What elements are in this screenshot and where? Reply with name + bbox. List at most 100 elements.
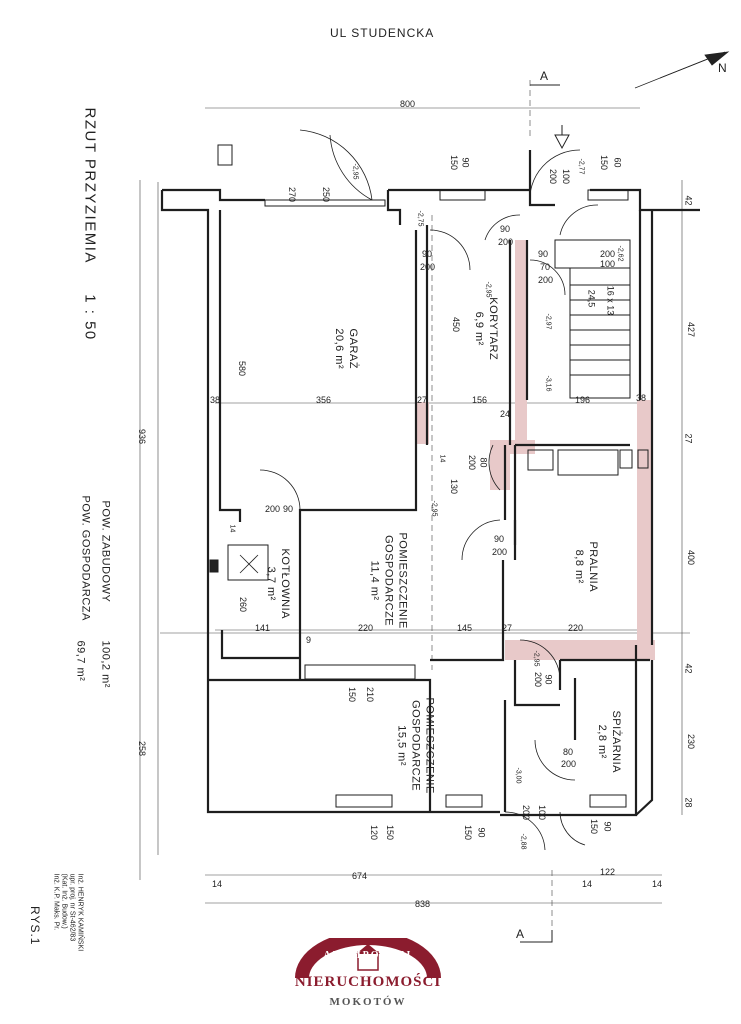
dim-door-80a: 80 <box>478 457 489 468</box>
level-d: -2,62 <box>616 245 624 262</box>
dim-win-210: 210 <box>365 686 376 703</box>
dim-row1-24: 24 <box>500 409 511 419</box>
utility-area-value: 69,7 m² <box>74 640 87 682</box>
entrance-arrow <box>554 125 570 150</box>
dim-win-120: 120 <box>369 824 380 841</box>
north-label: N <box>718 61 728 75</box>
level-h: -2,95 <box>532 650 540 667</box>
dim-door-200d: 200 <box>600 249 616 259</box>
thin-walls <box>209 144 649 808</box>
level-j: -2,88 <box>519 833 527 850</box>
dim-door-200e: 200 <box>538 275 554 285</box>
dim-row2-145: 145 <box>457 623 473 633</box>
dim-left-258: 258 <box>137 740 148 757</box>
door-swings <box>259 129 599 851</box>
dim-door-270: 270 <box>287 186 298 203</box>
room-garage: GARAŻ 20,6 m² <box>331 294 359 404</box>
section-mark-bottom: A <box>516 927 526 941</box>
dim-row1-196: 196 <box>575 395 591 405</box>
dim-door-200f: 200 <box>467 454 478 471</box>
room-corridor-area: 6,9 m² <box>473 311 485 346</box>
dim-door-90b: 90 <box>422 249 433 259</box>
dim-row1-356: 356 <box>316 395 332 405</box>
level-g: -3,16 <box>544 375 552 392</box>
room-laundry: PRALNIA 8,8 m² <box>571 527 599 607</box>
room-laundry-area: 8,8 m² <box>573 549 585 584</box>
dim-row1-156: 156 <box>472 395 488 405</box>
room-utility-2-name: POMIESZCZENIE GOSPODARCZE <box>409 697 436 794</box>
dim-door-90e: 90 <box>283 504 294 514</box>
dim-14: 14 <box>228 524 236 533</box>
dim-row1-38b: 38 <box>636 393 647 403</box>
dim-door-90d: 90 <box>494 534 505 544</box>
drawing-number: RYS.1 <box>28 906 42 946</box>
dim-corridor-450: 450 <box>451 316 462 333</box>
dim-stairs-2: 24,5 <box>586 289 597 308</box>
built-area-value: 100,2 m² <box>99 640 112 688</box>
dim-right-42a: 42 <box>683 195 694 206</box>
room-utility-2: POMIESZCZENIE GOSPODARCZE 15,5 m² <box>394 666 436 826</box>
dim-right-28: 28 <box>683 797 694 808</box>
logo-line-1: NIERUCHOMOŚCI <box>294 974 442 990</box>
dim-door-100c: 100 <box>537 804 548 821</box>
level-e: -2,95 <box>484 281 492 298</box>
dim-bottom-14b: 14 <box>582 879 593 889</box>
dim-door-70: 70 <box>540 262 551 272</box>
dim-row1-38a: 38 <box>210 395 221 405</box>
dim-door-90c: 90 <box>538 249 549 259</box>
dim-door-200h: 200 <box>265 504 281 514</box>
dim-boiler-260: 260 <box>238 596 249 613</box>
level-c: -2,77 <box>577 158 585 175</box>
dim-door-200g: 200 <box>492 547 508 557</box>
logo-brand: ADAMPOLSKI <box>323 950 413 961</box>
north-arrow <box>634 51 730 89</box>
dim-win-150c: 150 <box>347 686 358 703</box>
dim-bottom-122: 122 <box>600 867 616 877</box>
dim-row2-27: 27 <box>502 623 513 633</box>
dim-bottom-674: 674 <box>352 871 368 881</box>
room-utility-2-area: 15,5 m² <box>396 725 409 767</box>
room-utility-1-name: POMIESZCZENIE GOSPODARCZE <box>382 532 409 629</box>
dim-door-200b: 200 <box>498 237 514 247</box>
level-a: -2,95 <box>351 163 359 180</box>
room-pantry: SPIŻARNIA 2,8 m² <box>594 702 622 782</box>
dim-right-42b: 42 <box>683 663 694 674</box>
dim-door-200k: 200 <box>521 804 532 821</box>
dim-win-150d: 150 <box>385 824 396 841</box>
room-boiler: KOTŁOWNIA 3,7 m² <box>263 539 291 629</box>
room-utility-1-area: 11,4 m² <box>369 560 382 601</box>
dim-door-90a: 90 <box>500 224 511 234</box>
dim-bottom-total: 838 <box>415 899 431 909</box>
dim-win-150a: 150 <box>449 154 460 171</box>
dim-door-200j: 200 <box>561 759 577 769</box>
dim-row2-141: 141 <box>255 623 271 633</box>
dim-14b: 14 <box>438 454 446 463</box>
dim-bottom-14a: 14 <box>212 879 223 889</box>
dim-door-100a: 100 <box>561 168 572 185</box>
dim-bottom-14c: 14 <box>652 879 663 889</box>
boiler-symbol <box>239 554 259 574</box>
axis-lines <box>431 80 553 935</box>
stamp-line-1: Inż. HENRYK KAMIŃSKI <box>76 873 84 952</box>
stamp-line-3: (Kat. Inż. Budow.) <box>60 873 68 929</box>
room-garage-name: GARAŻ <box>346 328 359 369</box>
dim-right-230: 230 <box>686 733 697 750</box>
level-b: -2,75 <box>416 210 424 227</box>
level-f: -2,97 <box>544 313 552 330</box>
dim-door-200c: 200 <box>420 262 436 272</box>
built-area-label: POW. ZABUDOWY <box>99 500 112 603</box>
dim-door-90f: 90 <box>543 674 554 685</box>
dim-row2-220b: 220 <box>568 623 584 633</box>
level-i: -2,95 <box>430 500 438 517</box>
dim-win-90a: 90 <box>460 157 471 168</box>
dim-right-427: 427 <box>686 321 697 338</box>
dim-door-200i: 200 <box>533 671 544 688</box>
dim-stairs: 16 x 13 <box>605 285 616 316</box>
dim-left-total: 936 <box>137 428 148 445</box>
room-boiler-name: KOTŁOWNIA <box>278 548 291 619</box>
dim-win-60: 60 <box>612 157 623 168</box>
dim-door-80b: 80 <box>563 747 574 757</box>
utility-area-label: POW. GOSPODARCZA <box>79 495 92 621</box>
